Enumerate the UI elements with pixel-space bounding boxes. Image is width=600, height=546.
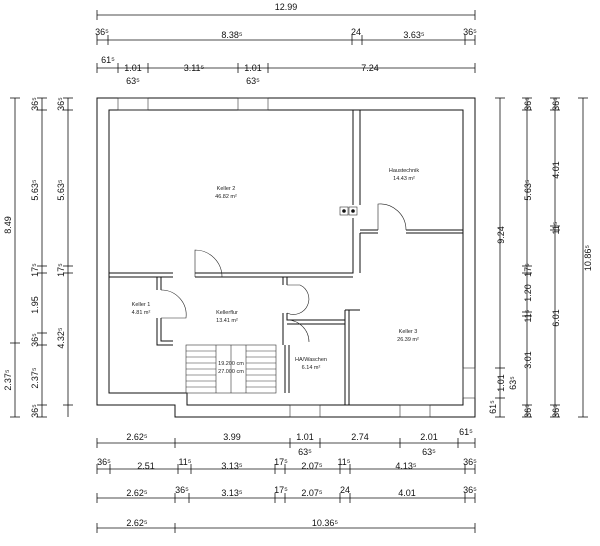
dim-right-in-b: 61⁵ bbox=[488, 400, 498, 414]
dim-bot-r2-c: 11⁵ bbox=[178, 457, 191, 467]
dim-bot-r2-a: 36⁵ bbox=[97, 457, 111, 467]
room-keller3-area: 26.39 m² bbox=[397, 337, 419, 343]
dim-left-outer-b: 2.37⁵ bbox=[3, 369, 13, 391]
dim-left-mid-e: 36⁵ bbox=[30, 333, 40, 347]
room-keller1-name: Keller 1 bbox=[132, 302, 151, 308]
dim-bot-r3-a: 2.62⁵ bbox=[126, 488, 148, 498]
room-haustechnik-name: Haustechnik bbox=[389, 168, 420, 174]
dim-bot-r2-d: 3.13⁵ bbox=[221, 461, 243, 471]
room-haustechnik-area: 14.43 m² bbox=[393, 176, 415, 182]
dim-bot-r3-f: 24 bbox=[340, 485, 350, 495]
dim-bot-r3-c: 3.13⁵ bbox=[221, 488, 243, 498]
dim-bot-r3-d: 17⁵ bbox=[274, 485, 288, 495]
dim-bot-r3-b: 36⁵ bbox=[175, 485, 189, 495]
dim-bot-r3-g: 4.01 bbox=[398, 488, 416, 498]
dim-left-mid-b: 5.63⁵ bbox=[30, 179, 40, 201]
dim-right-in-a: 9.24 bbox=[496, 226, 506, 244]
room-kellerflur-area: 13.41 m² bbox=[216, 318, 238, 324]
dim-left-mid-g: 36⁵ bbox=[30, 404, 40, 418]
dim-bot-r2-g: 11⁵ bbox=[337, 457, 350, 467]
dim-bot-r2-i: 36⁵ bbox=[463, 457, 477, 467]
dim-bot-r2-b: 2.51 bbox=[137, 461, 155, 471]
right-dimensions: 9.24 61⁵ 1.01 63⁵ 36⁵ 5.63⁵ 17⁵ 1.20 11⁵… bbox=[488, 97, 593, 418]
dim-top-r3-b: 1.01 bbox=[124, 63, 142, 73]
dim-bot-r1-c: 1.01 bbox=[296, 432, 314, 442]
dim-top-r2-d: 3.63⁵ bbox=[403, 30, 425, 40]
dim-right-m2-b: 4.01 bbox=[551, 161, 561, 179]
dim-bot-r4-b: 10.36⁵ bbox=[312, 518, 339, 528]
dim-left-outer-a: 8.49 bbox=[3, 216, 13, 234]
dim-top-r3-a: 61⁵ bbox=[101, 55, 115, 65]
dim-bot-r2-e: 17⁵ bbox=[274, 457, 288, 467]
dim-top-r3-d: 1.01 bbox=[244, 63, 262, 73]
utility-connections bbox=[339, 206, 358, 216]
dim-bot-r1-b: 3.99 bbox=[223, 432, 241, 442]
dim-left-in-c: 17⁵ bbox=[56, 263, 66, 277]
room-keller2-area: 46.82 m² bbox=[215, 194, 237, 200]
dim-bot-r3-h: 36⁵ bbox=[463, 485, 477, 495]
dim-right-m2-a: 36⁵ bbox=[551, 97, 561, 111]
dim-bot-r1-h: 63⁵ bbox=[422, 447, 436, 457]
doors bbox=[160, 203, 407, 343]
room-keller3-name: Keller 3 bbox=[399, 329, 418, 335]
dim-right-mid-c: 17⁵ bbox=[523, 263, 533, 277]
dim-right-m2-e: 36⁵ bbox=[551, 404, 561, 418]
dim-top-r2-e: 36⁵ bbox=[463, 27, 477, 37]
dim-left-in-b: 5.63⁵ bbox=[56, 179, 66, 201]
dim-left-mid-c: 17⁵ bbox=[30, 263, 40, 277]
dim-right-m2-d: 6.01 bbox=[551, 309, 561, 327]
dim-top-r2-b: 8.38⁵ bbox=[221, 30, 243, 40]
room-keller2-name: Keller 2 bbox=[217, 186, 236, 192]
room-hawaschen-area: 6.14 m² bbox=[302, 365, 321, 371]
dim-right-m2-c: 11⁵ bbox=[551, 221, 561, 234]
dim-top-overall: 12.99 bbox=[275, 2, 298, 12]
dim-right-mid-b: 5.63⁵ bbox=[523, 179, 533, 201]
dim-top-r3-e: 7.24 bbox=[361, 63, 379, 73]
dim-right-mid-a: 36⁵ bbox=[523, 97, 533, 111]
dim-right-mid-f: 3.01 bbox=[523, 351, 533, 369]
dim-left-mid-d: 1.95 bbox=[30, 296, 40, 314]
dim-top-r3-c: 3.11⁵ bbox=[184, 63, 205, 73]
dim-bot-r1-g: 63⁵ bbox=[298, 447, 312, 457]
dim-top-r2-a: 36⁵ bbox=[95, 27, 109, 37]
room-hawaschen-name: HA/Waschen bbox=[295, 357, 327, 363]
dim-left-in-a: 36⁵ bbox=[56, 97, 66, 111]
dim-left-mid-f: 2.37⁵ bbox=[30, 367, 40, 389]
dim-top-r3-g: 63⁵ bbox=[246, 76, 260, 86]
dim-right-mid-g: 36⁵ bbox=[523, 404, 533, 418]
dim-right-outer: 10.86⁵ bbox=[583, 245, 593, 272]
dim-bot-r2-h: 4.13⁵ bbox=[395, 461, 417, 471]
dim-bot-r2-f: 2.07⁵ bbox=[301, 461, 323, 471]
room-kellerflur-name: Kellerflur bbox=[216, 310, 238, 316]
dim-bot-r3-e: 2.07⁵ bbox=[301, 488, 323, 498]
stairs-tread: 27.000 cm bbox=[218, 369, 244, 375]
dim-left-mid-a: 36⁵ bbox=[30, 97, 40, 111]
room-labels: Keller 2 46.82 m² Haustechnik 14.43 m² K… bbox=[132, 168, 420, 371]
dim-bot-r1-d: 2.74 bbox=[351, 432, 369, 442]
building-walls bbox=[96, 97, 476, 418]
top-dimensions: 12.99 36⁵ 8.38⁵ 24 3.63⁵ 36⁵ 61⁵ 1.01 3.… bbox=[95, 2, 477, 86]
left-dimensions: 8.49 2.37⁵ 36⁵ 5.63⁵ 17⁵ 1.95 36⁵ 2.37⁵ … bbox=[3, 97, 73, 418]
dim-right-mid-d: 1.20 bbox=[523, 284, 533, 302]
dim-bot-r1-e: 2.01 bbox=[420, 432, 438, 442]
dim-left-in-d: 4.32⁵ bbox=[56, 327, 66, 349]
dim-top-r3-f: 63⁵ bbox=[126, 76, 140, 86]
staircase: 19.200 cm 27.000 cm bbox=[185, 344, 277, 394]
dim-right-in-c: 1.01 bbox=[496, 374, 506, 392]
stairs-rise: 19.200 cm bbox=[218, 361, 244, 367]
dim-bot-r1-a: 2.62⁵ bbox=[126, 432, 148, 442]
bottom-dimensions: 2.62⁵ 3.99 1.01 2.74 2.01 61⁵ 63⁵ 63⁵ 36… bbox=[96, 427, 477, 533]
dim-right-mid-e: 11⁵ bbox=[523, 309, 533, 322]
room-keller1-area: 4.81 m² bbox=[132, 310, 151, 316]
dim-bot-r4-a: 2.62⁵ bbox=[126, 518, 148, 528]
dim-right-in-d: 63⁵ bbox=[508, 376, 518, 390]
dim-top-r2-c: 24 bbox=[351, 27, 361, 37]
dim-bot-r1-f: 61⁵ bbox=[459, 427, 473, 437]
